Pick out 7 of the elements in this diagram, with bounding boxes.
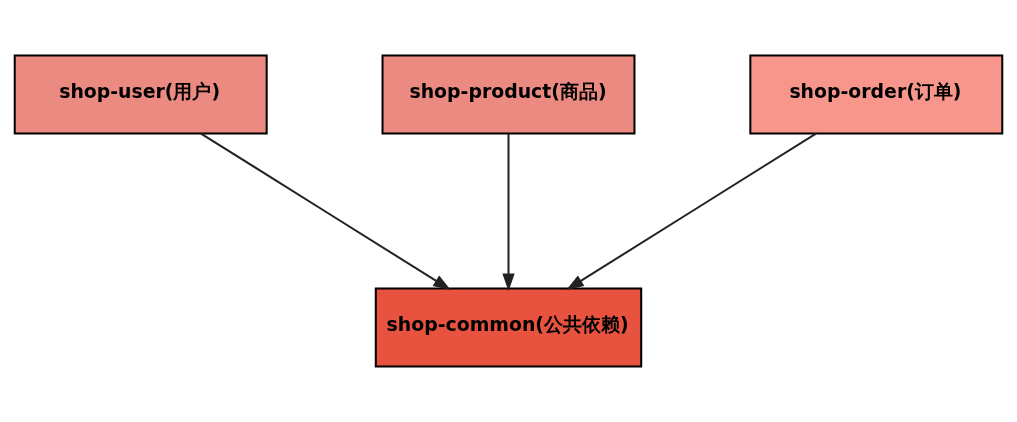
node-box: shop-product(商品) <box>381 54 636 135</box>
arrow <box>502 133 515 292</box>
node-box: shop-user(用户) <box>13 54 268 135</box>
node-box: shop-order(订单) <box>749 54 1004 135</box>
arrow <box>200 132 451 290</box>
node-box: shop-common(公共依赖) <box>374 287 643 368</box>
arrow <box>566 132 817 290</box>
